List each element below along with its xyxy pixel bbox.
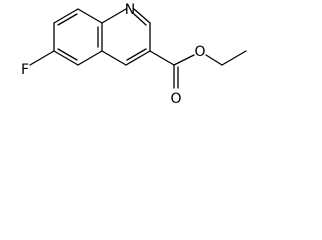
bond: [101, 8, 127, 24]
bonds: [29, 8, 247, 89]
bond: [101, 50, 127, 66]
bond: [57, 13, 78, 26]
bond: [126, 48, 147, 61]
bond: [205, 54, 223, 66]
atom-labels: N F O O: [21, 2, 206, 107]
bond: [53, 8, 79, 24]
bond: [133, 8, 151, 24]
bond: [77, 8, 103, 24]
bond: [221, 50, 247, 66]
bond: [133, 13, 147, 26]
bond: [173, 54, 195, 66]
bond: [77, 50, 103, 66]
chemical-structure: N F O O: [21, 2, 247, 107]
bond: [29, 50, 55, 66]
fluorine-label: F: [21, 62, 29, 78]
bond: [53, 50, 79, 66]
bond: [125, 50, 151, 66]
nitrogen-label: N: [125, 2, 135, 18]
bond: [149, 50, 175, 66]
ester-oxygen-label: O: [194, 44, 205, 60]
carbonyl-oxygen-label: O: [170, 91, 181, 107]
bond: [57, 48, 78, 61]
